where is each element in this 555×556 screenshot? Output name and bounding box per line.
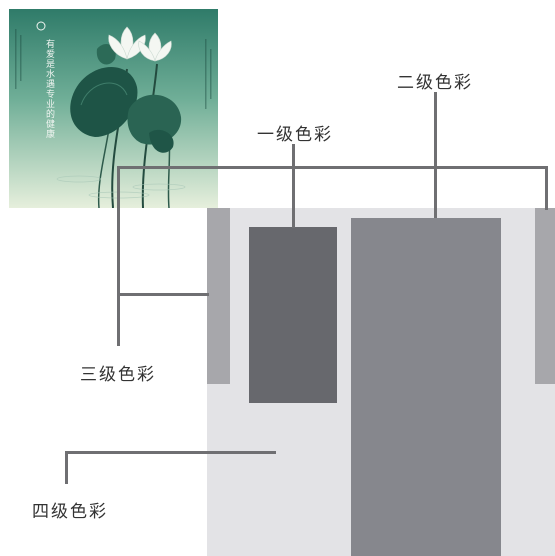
label-quaternary: 四级色彩 [32, 502, 108, 522]
tertiary-color-strip-right [535, 208, 555, 384]
secondary-leader-line [434, 92, 437, 218]
quaternary-leader-horizontal [65, 451, 276, 454]
connector-tertiary-horizontal [117, 293, 209, 296]
label-primary: 一级色彩 [257, 125, 333, 145]
primary-color-block [249, 227, 337, 403]
tertiary-color-strip-left [207, 208, 230, 384]
connector-top-right-drop [545, 166, 548, 210]
primary-leader-line [292, 144, 295, 228]
poster-headline: 有爱是水遇专业的健康 [44, 38, 55, 139]
quaternary-leader-vertical [65, 451, 68, 484]
secondary-color-block [351, 218, 501, 556]
lotus-poster-image: 有爱是水遇专业的健康 [9, 9, 218, 208]
label-secondary: 二级色彩 [397, 73, 473, 93]
label-tertiary: 三级色彩 [80, 365, 156, 385]
connector-top-horizontal [117, 166, 548, 169]
poster-circle-mark [36, 21, 46, 31]
lotus-illustration: 有爱是水遇专业的健康 [9, 9, 218, 208]
connector-left-vertical [117, 166, 120, 346]
